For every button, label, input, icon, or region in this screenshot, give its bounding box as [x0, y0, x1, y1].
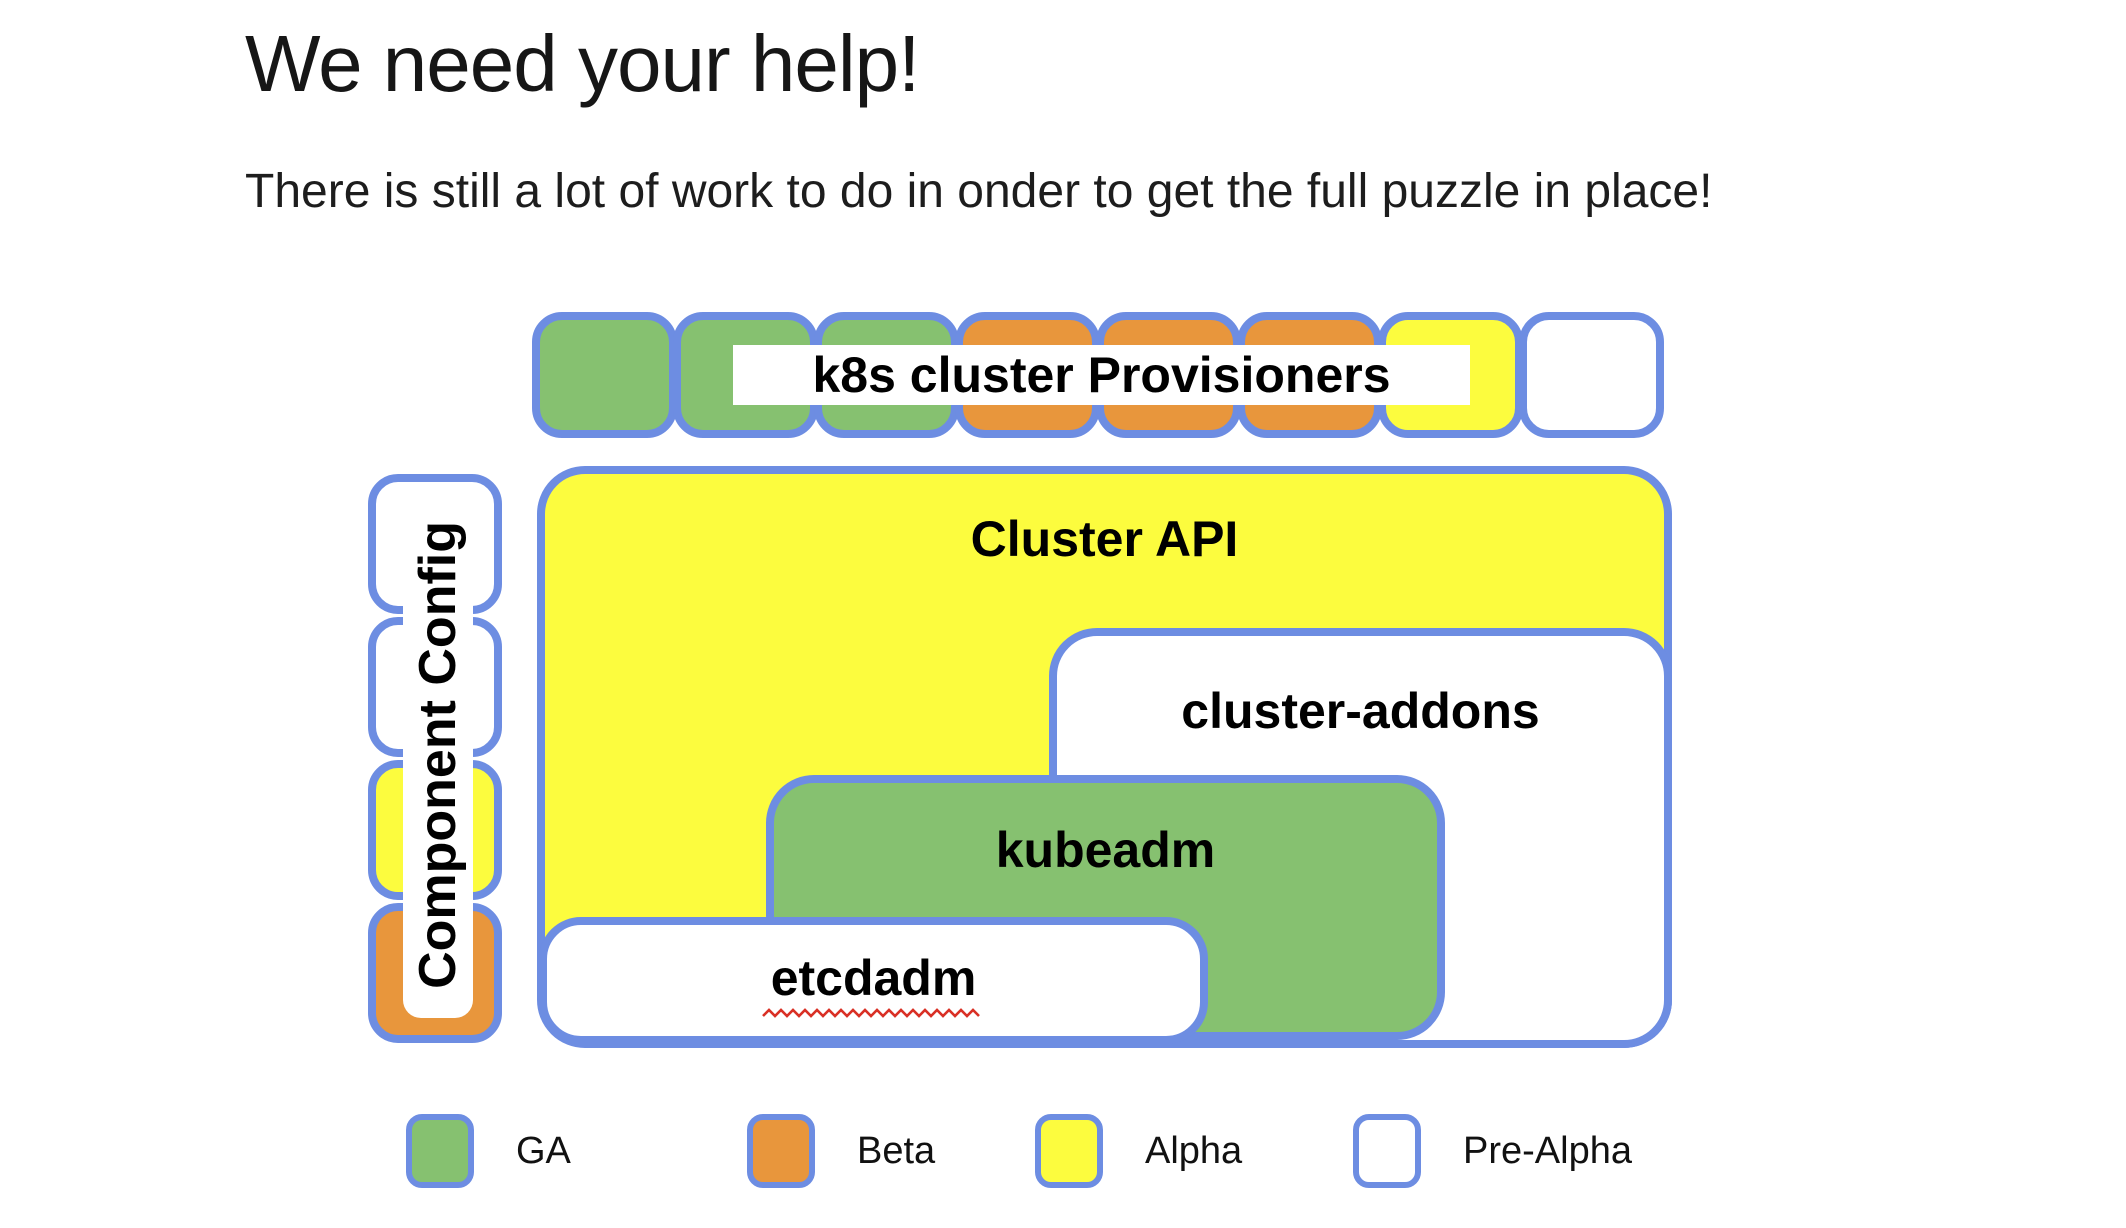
component-config-label: Component Config	[409, 521, 467, 989]
component-config-label-strip: Component Config	[403, 492, 473, 1018]
etcdadm-box: etcdadm	[539, 917, 1208, 1044]
legend-label-beta: Beta	[857, 1129, 936, 1172]
ga-status-swatch	[406, 1114, 474, 1188]
alpha-status-swatch	[1035, 1114, 1103, 1188]
spellcheck-squiggle-icon	[761, 1007, 980, 1018]
beta-status-swatch	[747, 1114, 815, 1188]
prealpha-status-swatch	[1353, 1114, 1421, 1188]
legend-label-ga: GA	[516, 1129, 571, 1172]
legend-item-alpha: Alpha	[1035, 1114, 1242, 1188]
legend-item-beta: Beta	[747, 1114, 935, 1188]
cluster-api-label: Cluster API	[970, 511, 1239, 567]
prealpha-puzzle-square	[1519, 312, 1664, 438]
legend-item-ga: GA	[406, 1114, 571, 1188]
cluster-addons-label: cluster-addons	[1181, 683, 1540, 739]
ga-puzzle-square	[532, 312, 677, 438]
legend-label-prealpha: Pre-Alpha	[1463, 1129, 1632, 1172]
kubeadm-label: kubeadm	[995, 822, 1216, 878]
legend-item-prealpha: Pre-Alpha	[1353, 1114, 1632, 1188]
provisioners-label: k8s cluster Provisioners	[812, 347, 1391, 403]
provisioners-label-strip: k8s cluster Provisioners	[733, 345, 1470, 405]
etcdadm-label: etcdadm	[770, 949, 977, 1006]
page-subtitle: There is still a lot of work to do in on…	[245, 165, 1713, 218]
page-title: We need your help!	[245, 19, 920, 108]
legend-label-alpha: Alpha	[1145, 1129, 1243, 1172]
